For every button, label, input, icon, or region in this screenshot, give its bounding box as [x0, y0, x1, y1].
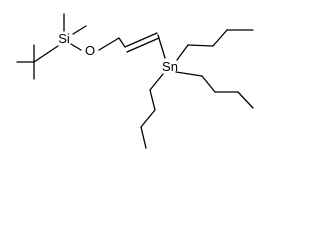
bond-sn-butyl2-c1 — [175, 71, 203, 77]
bond-ch-sn — [157, 34, 166, 59]
atom-label-silicon: Si — [58, 31, 70, 46]
bond-butyl3-c3-c4 — [140, 126, 147, 149]
atom-label-tin: Sn — [162, 59, 178, 74]
bond-o-ch2 — [98, 37, 120, 51]
bond-tbu-c-si — [33, 45, 59, 63]
bond-butyl1-c1-c2 — [187, 44, 214, 47]
bond-si-o — [70, 43, 82, 51]
bond-butyl2-c1-c2 — [201, 75, 216, 93]
bond-butyl1-c2-c3 — [212, 29, 228, 47]
bond-si-methyl-right — [72, 25, 87, 35]
bond-ch2-ch — [118, 37, 126, 48]
bond-butyl3-c2-c3 — [140, 109, 156, 128]
bond-butyl2-c3-c4 — [237, 91, 254, 109]
atom-label-oxygen: O — [85, 43, 95, 58]
bond-butyl3-c1-c2 — [149, 89, 156, 111]
bond-double-inner — [126, 37, 160, 53]
chemical-structure-diagram: Si O Sn — [16, 13, 254, 149]
bond-sn-butyl1-c1 — [176, 44, 189, 61]
bond-double-outer — [124, 32, 158, 48]
bond-sn-butyl3-c1 — [149, 73, 164, 91]
